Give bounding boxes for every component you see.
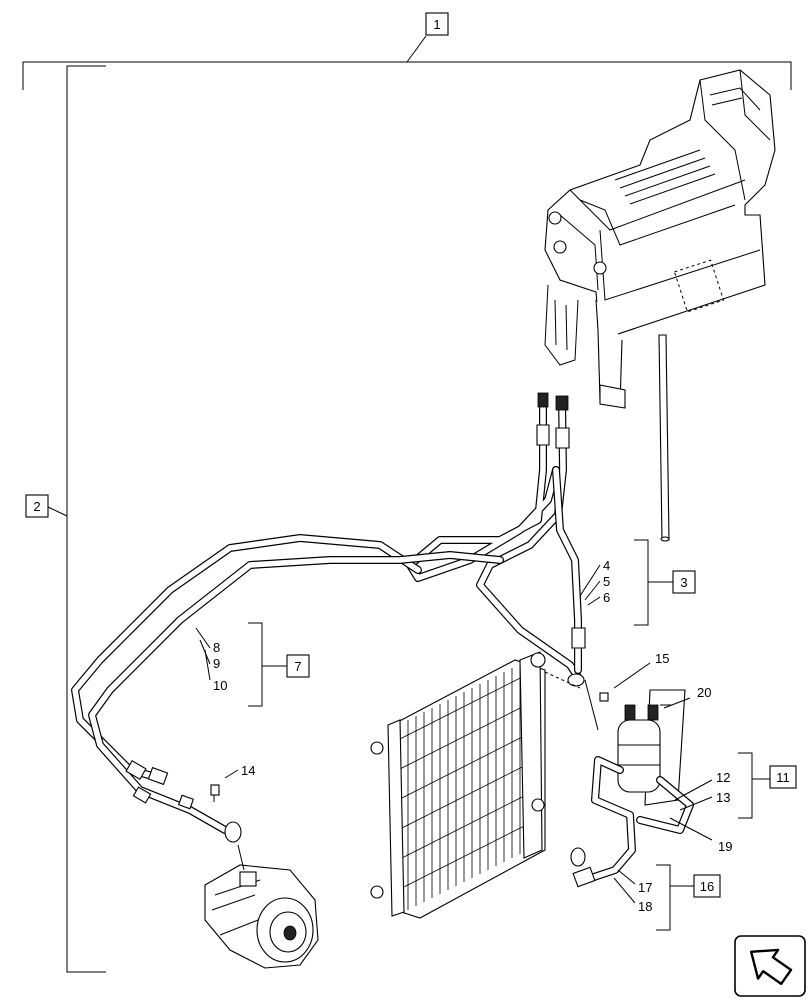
label-19: 19: [718, 839, 732, 854]
label-15: 15: [655, 651, 669, 666]
label-9: 9: [213, 656, 220, 671]
callout-2: 2: [25, 494, 49, 518]
label-5: 5: [603, 574, 610, 589]
hvac-evaporator-unit: [544, 69, 776, 542]
leader-lines: [195, 564, 713, 904]
bolt-14: [210, 784, 220, 802]
drier-hoses: [570, 679, 694, 888]
label-13: 13: [716, 790, 730, 805]
label-20: 20: [697, 685, 711, 700]
assembly-bracket-top: [22, 35, 792, 90]
callout-11: 11: [769, 765, 797, 789]
callout-11-text: 11: [776, 770, 790, 785]
hose-group-4-5-6: [406, 392, 586, 687]
callout-7-text: 7: [294, 659, 301, 674]
callout-16: 16: [693, 874, 721, 898]
callout-3: 3: [672, 570, 696, 594]
label-6: 6: [603, 590, 610, 605]
callout-2-text: 2: [33, 499, 40, 514]
hose-group-8-9-10: [71, 534, 504, 843]
callout-3-text: 3: [680, 575, 687, 590]
label-10: 10: [213, 678, 227, 693]
label-14: 14: [241, 763, 255, 778]
next-page-arrow-icon[interactable]: [734, 935, 806, 997]
label-17: 17: [638, 880, 652, 895]
callout-7: 7: [286, 654, 310, 678]
callout-16-text: 16: [700, 879, 714, 894]
bracket-7: [248, 622, 287, 707]
bracket-3: [634, 539, 673, 626]
label-8: 8: [213, 640, 220, 655]
assembly-bracket-left: [47, 65, 106, 973]
callout-1-text: 1: [433, 17, 440, 32]
bracket-11: [738, 752, 770, 819]
bracket-16: [656, 864, 694, 931]
ac-compressor: [204, 844, 319, 969]
callout-1: 1: [425, 12, 449, 36]
label-4: 4: [603, 558, 610, 573]
item-labels: 4 5 6 8 9 10 12 13 14 15 17 18 19 20: [213, 558, 732, 914]
condenser: [370, 651, 581, 919]
label-12: 12: [716, 770, 730, 785]
label-18: 18: [638, 899, 652, 914]
